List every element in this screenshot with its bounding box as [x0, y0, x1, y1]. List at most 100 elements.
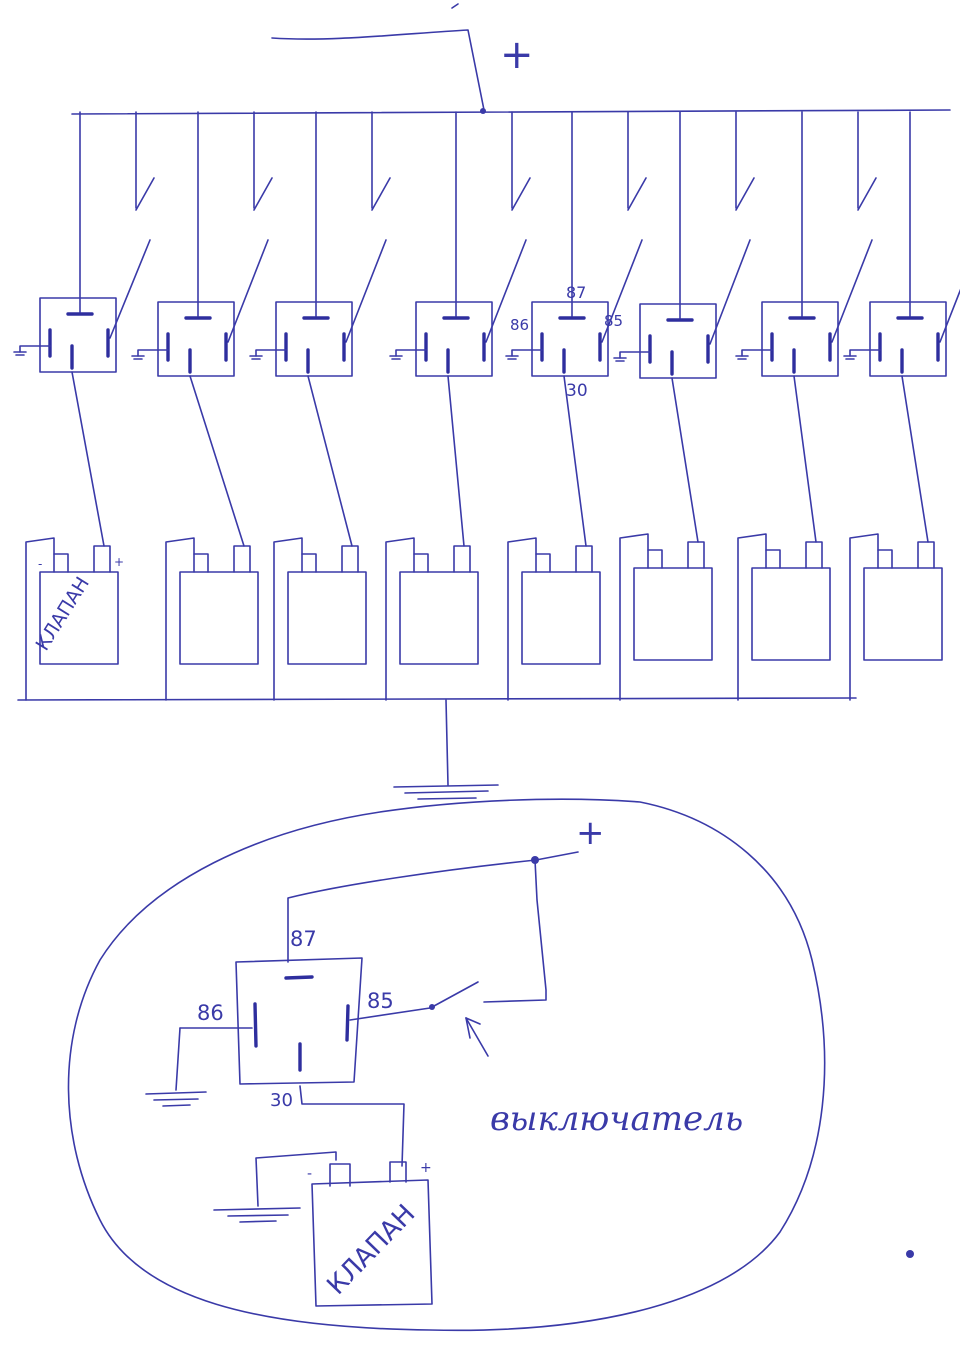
- relay-body-7: [761, 301, 839, 377]
- relay-body-3: [275, 301, 353, 377]
- detail-valve-name-label: КЛАПАН: [321, 1199, 421, 1301]
- relay-30-to-valve-4: [447, 375, 465, 547]
- main-bus-bar: [71, 108, 951, 115]
- ground-bus: [17, 697, 857, 800]
- relay-channel-3: [249, 111, 391, 701]
- switch-annotation: выключатель: [490, 1099, 743, 1139]
- switch-lever-4: [511, 177, 531, 211]
- relay-30-to-valve-7: [793, 375, 817, 543]
- relay-ground-lead-4: [395, 349, 427, 357]
- switch-pivot-dot: [429, 1004, 435, 1010]
- valve-return-7: [737, 533, 767, 701]
- valve-return-1: [25, 537, 55, 701]
- relay-pin-30-label: 30: [566, 381, 588, 401]
- switch-lever-2: [253, 177, 273, 211]
- relay-channel-5: [505, 111, 647, 701]
- detail-valve-minus: -: [307, 1166, 312, 1182]
- relay-body-5: [531, 301, 609, 377]
- valve-body-6: [633, 567, 713, 661]
- ink-blot: [906, 1250, 914, 1258]
- valve-body-7: [751, 567, 831, 661]
- stray-marks: [451, 3, 914, 1258]
- valve-minus-terminal-7: [765, 549, 781, 569]
- valve-minus-terminal-4: [413, 553, 429, 573]
- valve-minus-terminal-8: [877, 549, 893, 569]
- valve-plus-terminal-7: [805, 541, 823, 569]
- relay-body-6: [639, 303, 717, 379]
- relay-ground-symbol-2: [131, 355, 145, 360]
- relay-ground-symbol-4: [389, 355, 403, 360]
- bus-junction-dot: [480, 108, 486, 114]
- relay-ground-symbol-8: [843, 355, 857, 360]
- switch-lever-3: [371, 177, 391, 211]
- relay-ground-symbol-5: [505, 355, 519, 360]
- valve-plus-terminal-8: [917, 541, 935, 569]
- relay-30-to-valve-3: [307, 375, 353, 547]
- switch-lever-1: [135, 177, 155, 211]
- relay-ground-lead-3: [255, 349, 287, 357]
- valve-plus-terminal-5: [575, 545, 593, 573]
- relay-ground-lead-1: [19, 345, 51, 353]
- valve-body-3: [287, 571, 367, 665]
- valve-return-8: [849, 533, 879, 701]
- detail-valve: - + КЛАПАН: [307, 1160, 433, 1307]
- relay-channel-4: [385, 111, 531, 701]
- valve-return-6: [619, 533, 649, 701]
- valve-plus-terminal-6: [687, 541, 705, 569]
- relay-30-to-valve-6: [671, 377, 699, 543]
- valve-return-5: [507, 537, 537, 701]
- valve-minus-terminal-1: [53, 553, 69, 573]
- relay-channel-8: [843, 111, 960, 701]
- supply-plus-label: +: [500, 32, 534, 78]
- relay-channel-6: [613, 111, 755, 701]
- relay-ground-lead-8: [849, 349, 881, 357]
- valve-return-4: [385, 537, 415, 701]
- valve-body-1: [39, 571, 119, 665]
- valve-minus-terminal-6: [647, 549, 663, 569]
- detail-plus-label: +: [576, 813, 605, 853]
- detail-pin-86-label: 86: [197, 1001, 224, 1025]
- supply-feed: +: [271, 29, 534, 111]
- relay-body-4: [415, 301, 493, 377]
- relay-body-2: [157, 301, 235, 377]
- detail-bubble: [67, 798, 826, 1332]
- relay-channel-1: [13, 111, 155, 701]
- relay-ground-symbol-6: [613, 357, 627, 362]
- detail-pin-30-label: 30: [270, 1090, 293, 1111]
- switch-lever-5: [627, 177, 647, 211]
- relay-ground-symbol-1: [13, 351, 27, 356]
- detail-pin-87-label: 87: [290, 927, 317, 951]
- relay-ground-lead-6: [619, 351, 651, 359]
- valve-1-name-label: КЛАПАН: [32, 573, 94, 655]
- detail-wiring: [145, 981, 489, 1223]
- relay-30-to-valve-2: [189, 375, 245, 547]
- valve-return-3: [273, 537, 303, 701]
- valve-plus-terminal-1: [93, 545, 111, 573]
- valve-1-plus-label: +: [114, 555, 124, 569]
- relay-ground-symbol-7: [735, 355, 749, 360]
- relay-30-to-valve-5: [563, 375, 587, 547]
- valve-plus-terminal-3: [341, 545, 359, 573]
- valve-plus-terminal-2: [233, 545, 251, 573]
- relay-pin-85-label: 85: [604, 312, 623, 330]
- valve-body-4: [399, 571, 479, 665]
- relay-channel-7: [735, 111, 877, 701]
- switch-lever-7: [857, 177, 877, 211]
- relay-30-to-valve-8: [901, 375, 929, 543]
- relay-body-8: [869, 301, 947, 377]
- relay-ground-symbol-3: [249, 355, 263, 360]
- detail-valve-plus: +: [420, 1160, 432, 1176]
- valve-plus-terminal-4: [453, 545, 471, 573]
- relay-30-to-valve-1: [71, 371, 105, 547]
- valve-body-5: [521, 571, 601, 665]
- relay-5-pin-labels: 87 86 85 30: [510, 283, 623, 401]
- relay-ground-lead-5: [511, 349, 543, 357]
- relay-channels: [13, 111, 960, 701]
- detail-relay: 87 86 85 30: [197, 927, 394, 1111]
- valve-minus-terminal-2: [193, 553, 209, 573]
- switch-label: выключатель: [490, 1099, 743, 1139]
- relay-channel-2: [131, 111, 273, 701]
- valve-minus-terminal-5: [535, 553, 551, 573]
